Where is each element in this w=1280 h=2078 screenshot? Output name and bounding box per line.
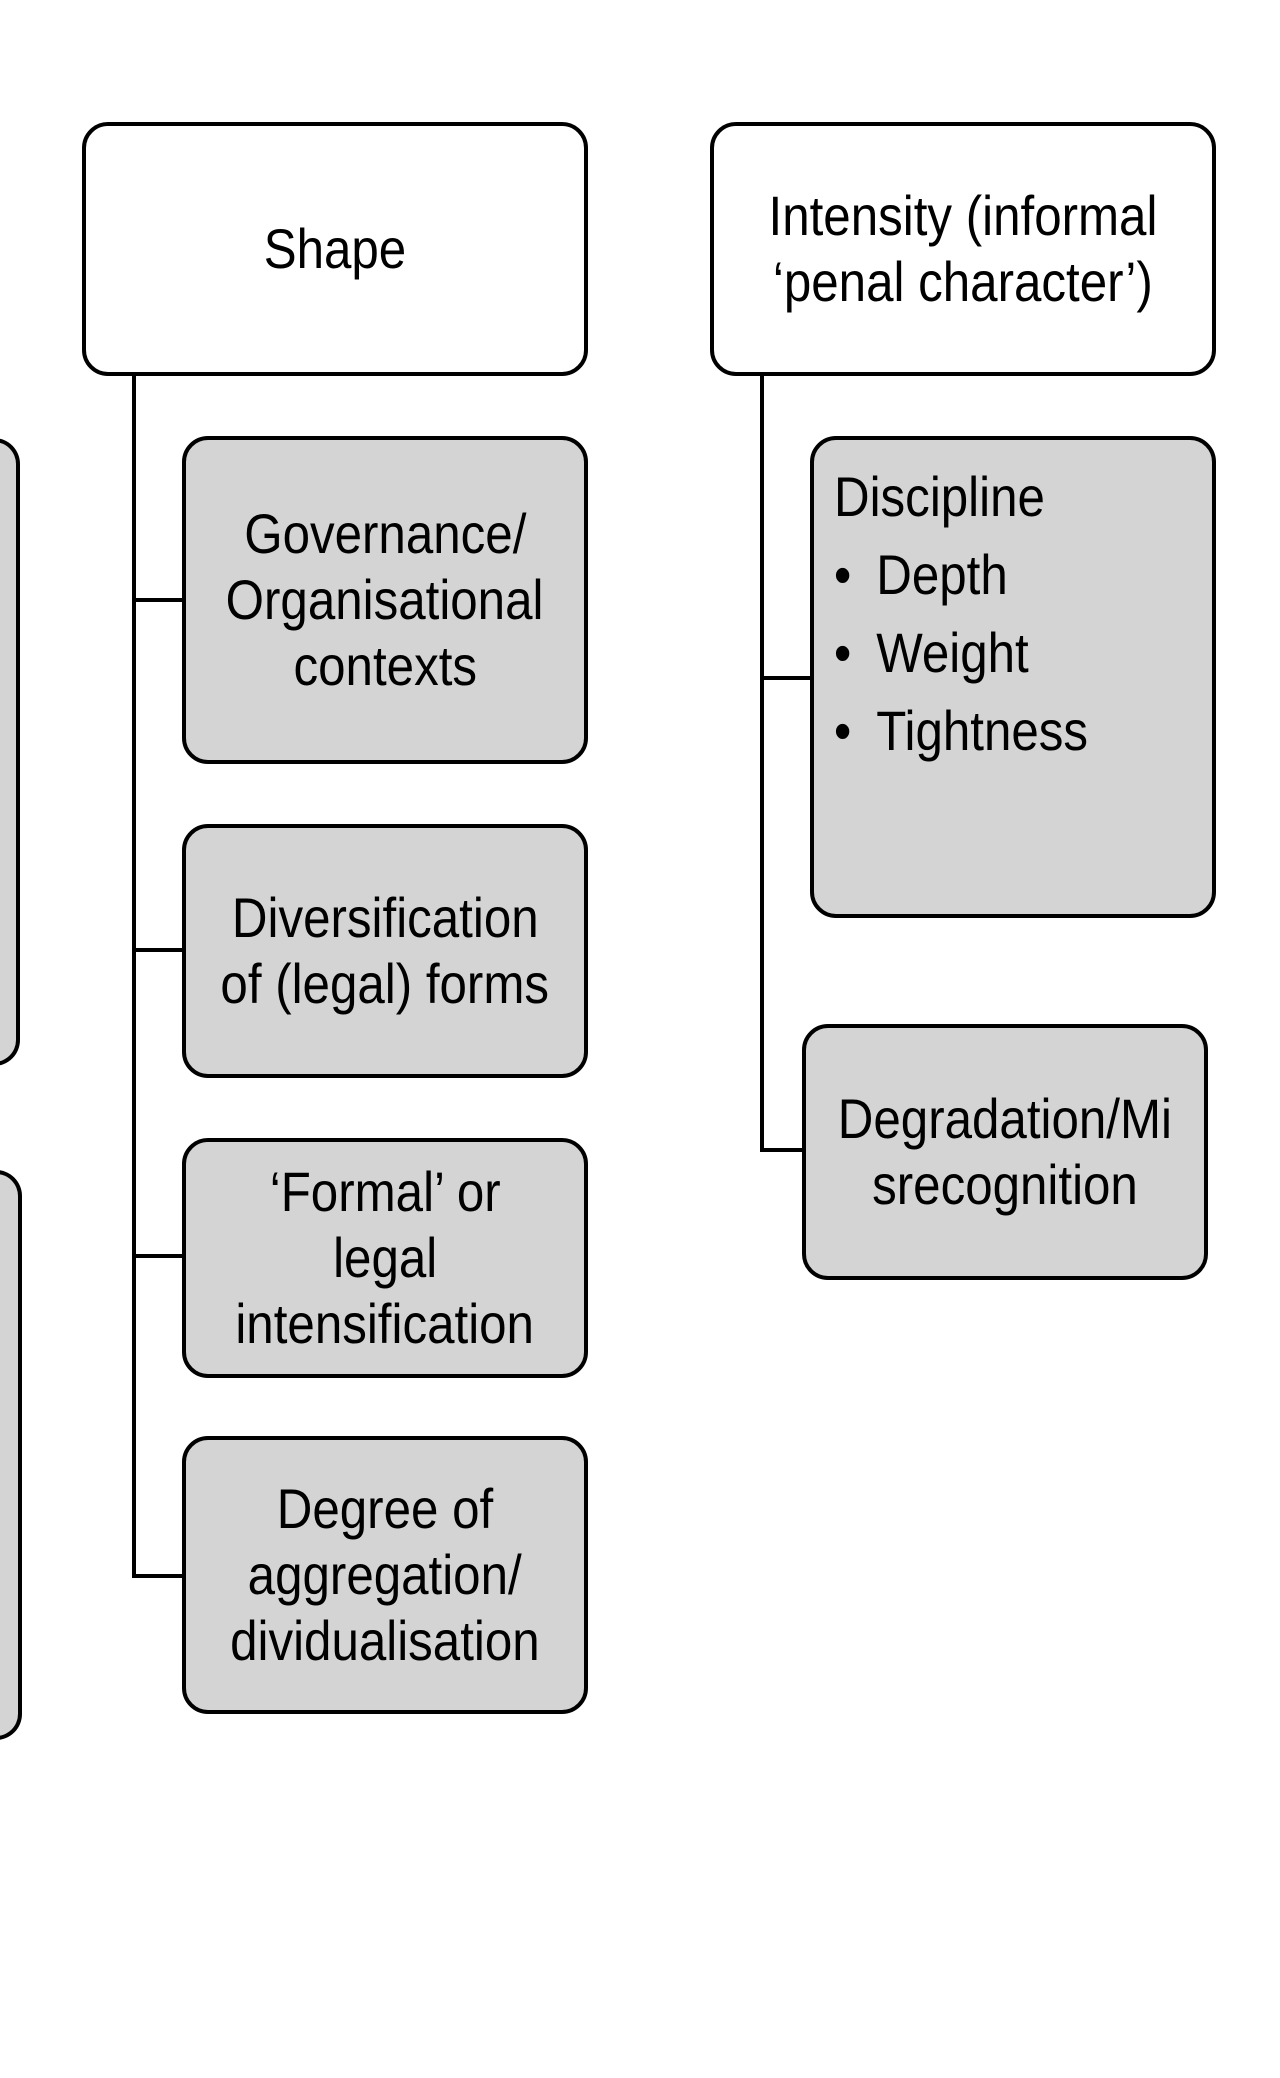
shape-branch-4-line	[132, 1574, 184, 1578]
partial-node-left-upper	[0, 438, 20, 1066]
discipline-bullet-tightness: • Tightness	[834, 692, 1088, 770]
degradation-text-line-1: Degradation/Mi	[837, 1087, 1173, 1150]
intensity-branch-1-line	[760, 676, 812, 680]
discipline-bullet-weight: • Weight	[834, 614, 1088, 692]
shape-header-node: Shape	[82, 122, 588, 376]
discipline-node: Discipline • Depth • Weight • Tightness	[810, 436, 1216, 918]
bullet-icon: •	[834, 621, 852, 684]
aggregation-text-line-2: aggregation/	[247, 1543, 523, 1606]
diversification-text-line-1: Diversification	[231, 886, 539, 949]
intensity-trunk-line	[760, 374, 764, 1152]
intensity-header-node: Intensity (informal ‘penal character’)	[710, 122, 1216, 376]
degradation-text-line-2: srecognition	[872, 1153, 1138, 1216]
aggregation-node: Degree of aggregation/ dividualisation	[182, 1436, 588, 1714]
formal-intensification-text-line-3: intensification	[235, 1292, 535, 1355]
shape-branch-1-line	[132, 598, 184, 602]
formal-intensification-text-line-1: ‘Formal’ or	[269, 1160, 501, 1223]
partial-node-left-lower	[0, 1170, 22, 1740]
governance-text-line-3: contexts	[293, 634, 477, 697]
shape-branch-2-line	[132, 948, 184, 952]
intensity-header-text-line-2: ‘penal character’)	[773, 250, 1153, 313]
aggregation-text-line-1: Degree of	[276, 1477, 494, 1540]
shape-header-text: Shape	[263, 217, 407, 280]
governance-text-line-2: Organisational	[226, 568, 544, 631]
bullet-icon: •	[834, 543, 852, 606]
degradation-node: Degradation/Mi srecognition	[802, 1024, 1208, 1280]
discipline-bullet-depth: • Depth	[834, 536, 1088, 614]
shape-trunk-line	[132, 374, 136, 1578]
governance-node: Governance/ Organisational contexts	[182, 436, 588, 764]
bullet-icon: •	[834, 699, 852, 762]
formal-intensification-node: ‘Formal’ or legal intensification	[182, 1138, 588, 1378]
intensity-branch-2-line	[760, 1148, 804, 1152]
governance-text-line-1: Governance/	[243, 502, 527, 565]
shape-branch-3-line	[132, 1254, 184, 1258]
diversification-node: Diversification of (legal) forms	[182, 824, 588, 1078]
intensity-header-text-line-1: Intensity (informal	[768, 184, 1158, 247]
formal-intensification-text-line-2: legal	[332, 1226, 438, 1289]
diversification-text-line-2: of (legal) forms	[220, 952, 550, 1015]
aggregation-text-line-3: dividualisation	[230, 1609, 540, 1672]
discipline-title: Discipline	[834, 465, 1045, 528]
